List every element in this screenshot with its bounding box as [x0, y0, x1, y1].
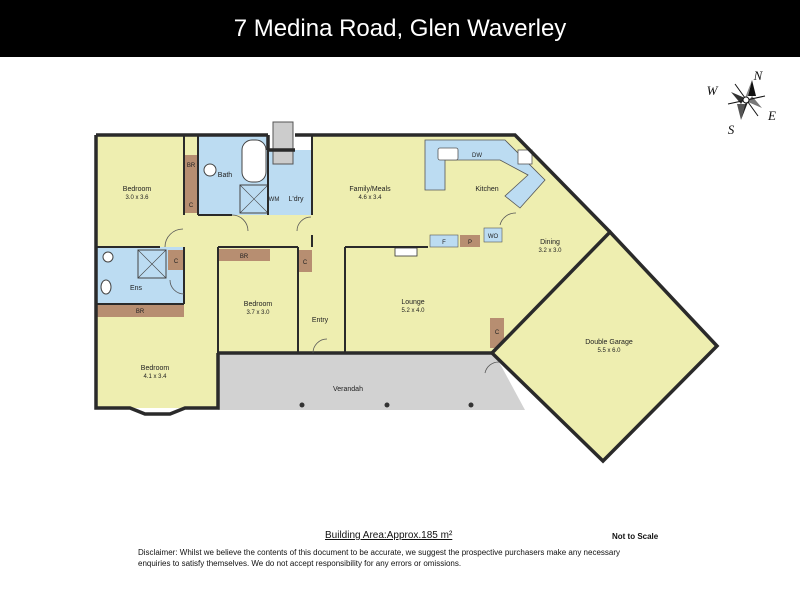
floor-plan: N W E S	[0, 57, 800, 517]
family-meals-label: Family/Meals	[349, 186, 391, 193]
bedroom-1-area	[96, 135, 184, 247]
fridge-label: F	[442, 240, 446, 246]
cupboard-label-4: C	[495, 330, 500, 336]
bedroom-2-area	[218, 247, 298, 353]
bedroom-1-size: 3.0 x 3.6	[125, 195, 149, 201]
laundry-label: L'dry	[289, 196, 304, 203]
bedroom-2-label: Bedroom	[244, 301, 273, 308]
bath-label: Bath	[218, 172, 233, 179]
cupboard-label-1: C	[189, 203, 194, 209]
scale-note: Not to Scale	[612, 532, 659, 541]
dining-size: 3.2 x 3.0	[538, 248, 562, 254]
robe-label-2: BR	[240, 254, 249, 260]
page-title: 7 Medina Road, Glen Waverley	[0, 0, 800, 57]
verandah-area	[218, 353, 525, 410]
bedroom-2-size: 3.7 x 3.0	[246, 310, 270, 316]
bedroom-3-label: Bedroom	[141, 365, 170, 372]
kitchen-label: Kitchen	[475, 186, 498, 193]
entry-label: Entry	[312, 317, 329, 324]
compass-e: E	[767, 108, 776, 123]
pantry-label: P	[468, 240, 472, 246]
robe-label-1: BR	[187, 163, 196, 169]
garage-label: Double Garage	[585, 339, 633, 346]
garage-size: 5.5 x 6.0	[597, 348, 621, 354]
lounge-label: Lounge	[401, 299, 424, 306]
footer: Building Area:Approx.185 m² Not to Scale…	[0, 520, 800, 600]
compass-w: W	[707, 83, 719, 98]
double-garage-area	[489, 229, 720, 464]
bedroom-3-area	[96, 304, 218, 408]
cupboard-label-2: C	[174, 259, 179, 265]
disclaimer-line-1: Disclaimer: Whilst we believe the conten…	[138, 548, 621, 557]
wall-oven-label: WO	[488, 234, 499, 240]
ensuite-label: Ens	[130, 285, 143, 292]
dining-label: Dining	[540, 239, 560, 246]
building-area: Building Area:Approx.185 m²	[325, 530, 453, 541]
bedroom-1-label: Bedroom	[123, 186, 152, 193]
dishwasher-label: DW	[472, 153, 482, 159]
compass-s: S	[728, 122, 735, 137]
disclaimer: Disclaimer: Whilst we believe the conten…	[138, 547, 678, 569]
robe-label-3: BR	[136, 309, 145, 315]
wm-label: WM	[269, 197, 280, 203]
lounge-size: 5.2 x 4.0	[401, 308, 425, 314]
verandah-label: Verandah	[333, 386, 363, 393]
bedroom-3-size: 4.1 x 3.4	[143, 374, 167, 380]
compass-icon: N W E S	[707, 68, 776, 137]
family-meals-size: 4.6 x 3.4	[358, 195, 382, 201]
disclaimer-line-2: enquiries to satisfy themselves. We do n…	[138, 559, 462, 568]
cupboard-label-3: C	[303, 260, 308, 266]
compass-n: N	[753, 68, 764, 83]
floor-plan-svg: N W E S	[94, 68, 776, 464]
